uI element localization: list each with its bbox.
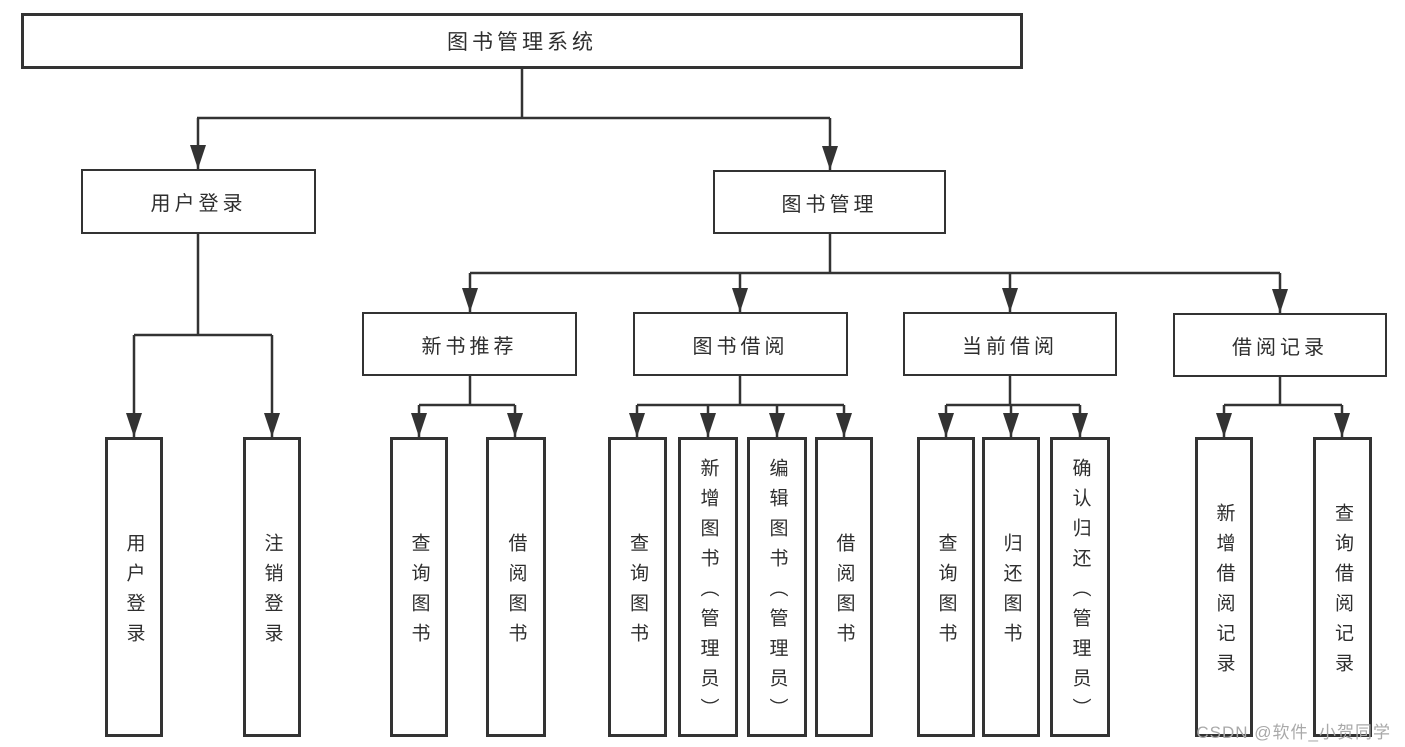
leaf-label: 新增图书（管理员）	[697, 457, 719, 728]
leaf-label: 新增借阅记录	[1213, 502, 1235, 683]
leaf-label: 归还图书	[1000, 532, 1022, 653]
node-book-borrow: 图书借阅	[633, 312, 848, 376]
node-book-management: 图书管理	[713, 170, 946, 234]
node-system-root: 图书管理系统	[21, 13, 1023, 69]
leaf-return-books: 归还图书	[982, 437, 1040, 737]
leaf-label: 注销登录	[261, 532, 283, 653]
leaf-label: 编辑图书（管理员）	[766, 457, 788, 728]
leaf-edit-books-admin: 编辑图书（管理员）	[747, 437, 807, 737]
leaf-add-books-admin: 新增图书（管理员）	[678, 437, 738, 737]
leaf-confirm-return-admin: 确认归还（管理员）	[1050, 437, 1110, 737]
leaf-label: 借阅图书	[505, 532, 527, 653]
node-borrow-records: 借阅记录	[1173, 313, 1387, 377]
leaf-label: 查询借阅记录	[1332, 502, 1353, 683]
leaf-query-books-current: 查询图书	[917, 437, 975, 737]
leaf-logout: 注销登录	[243, 437, 301, 737]
leaf-label: 查询图书	[408, 532, 430, 653]
leaf-query-borrow-record: 查询借阅记录	[1313, 437, 1372, 737]
node-current-borrow: 当前借阅	[903, 312, 1117, 376]
node-user-login: 用户登录	[81, 169, 316, 234]
leaf-user-login-action: 用户登录	[105, 437, 163, 737]
leaf-label: 用户登录	[123, 532, 145, 653]
leaf-add-borrow-record: 新增借阅记录	[1195, 437, 1253, 737]
node-new-book-recommend: 新书推荐	[362, 312, 577, 376]
leaf-borrow-books: 借阅图书	[815, 437, 873, 737]
watermark: CSDN @软件_小贺同学	[1196, 723, 1391, 742]
leaf-query-books-borrow: 查询图书	[608, 437, 667, 737]
leaf-label: 借阅图书	[833, 532, 855, 653]
leaf-label: 查询图书	[935, 532, 957, 653]
leaf-borrow-books-recommend: 借阅图书	[486, 437, 546, 737]
leaf-label: 查询图书	[627, 532, 648, 653]
leaf-label: 确认归还（管理员）	[1069, 457, 1091, 728]
connector	[134, 69, 1342, 407]
leaf-query-books-recommend: 查询图书	[390, 437, 448, 737]
